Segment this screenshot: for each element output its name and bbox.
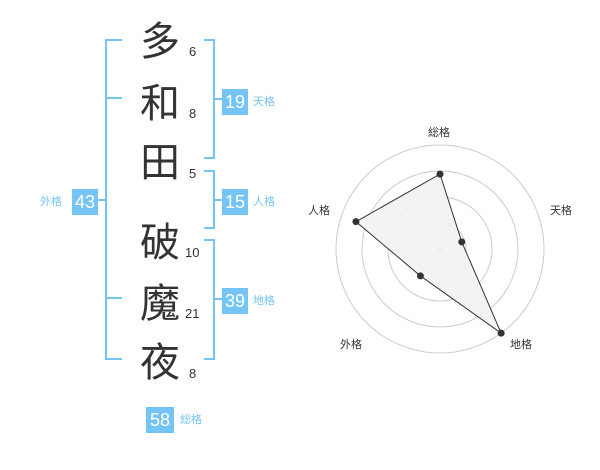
- stroke-count-6: 8: [189, 366, 197, 381]
- radar-axis-label-tenkaku: 天格: [550, 204, 572, 217]
- stroke-count-2: 8: [189, 106, 197, 121]
- name-char-5: 魔: [140, 281, 180, 327]
- stroke-count-1: 6: [189, 44, 197, 59]
- radar-point-1: [436, 170, 444, 178]
- name-char-3: 田: [140, 140, 180, 186]
- radar-point-3: [497, 329, 505, 337]
- radar-grid-ring: [335, 144, 545, 354]
- radar-point-4: [416, 272, 424, 280]
- gaikaku-value-badge: 43: [72, 189, 98, 215]
- radar-point-2: [458, 238, 466, 246]
- gaikaku-label: 外格: [40, 195, 62, 208]
- jinkaku-value-badge: 15: [222, 189, 248, 215]
- chikaku-label: 地格: [253, 294, 275, 307]
- stroke-count-3: 5: [189, 166, 197, 181]
- soukaku-label: 総格: [180, 413, 202, 426]
- name-char-6: 夜: [140, 340, 180, 386]
- chikaku-value-badge: 39: [222, 288, 248, 314]
- name-char-1: 多: [140, 19, 180, 65]
- name-char-4: 破: [140, 220, 180, 266]
- radar-axis-label-chikaku: 地格: [510, 338, 532, 351]
- radar-data-polygon: [355, 173, 503, 335]
- radar-axis-label-jinkaku: 人格: [308, 204, 330, 217]
- soukaku-value-badge: 58: [146, 407, 174, 433]
- radar-point-5: [352, 218, 360, 226]
- stroke-count-4: 10: [185, 245, 200, 260]
- radar-axis-label-soukaku: 総格: [428, 126, 450, 139]
- jinkaku-label: 人格: [253, 195, 275, 208]
- tenkaku-label: 天格: [253, 95, 275, 108]
- stroke-count-5: 21: [185, 306, 200, 321]
- name-char-2: 和: [140, 81, 180, 127]
- radar-axis-label-gaikaku: 外格: [340, 338, 362, 351]
- tenkaku-value-badge: 19: [222, 89, 248, 115]
